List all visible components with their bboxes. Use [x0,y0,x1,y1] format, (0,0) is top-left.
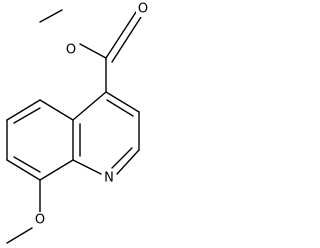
bond-c7-c8 [6,159,41,181]
bond-n-c8a [72,159,102,175]
methoxy-oxygen-label: O [35,213,45,228]
bond-carbonyl-1 [105,11,137,59]
bond-c4a-c5 [39,99,74,121]
ring-nitrogen-bg [102,170,116,186]
molecule-structure: O O N O [6,1,150,244]
bond-c2-n [116,149,140,175]
ring-nitrogen-label: N [104,171,114,186]
bond-c4a-c4 [72,91,107,121]
bond-carbonyl-2 [111,16,142,63]
carbonyl-oxygen-bg [136,1,150,17]
bond-c2-n-inner [111,147,133,169]
bond-o-methyl [6,227,33,244]
bond-c8-c8a [39,159,74,181]
bond-c4-c3 [105,91,140,113]
carbonyl-oxygen-label: O [138,2,148,17]
ester-oxygen-bg [64,42,78,58]
bonds [6,9,142,244]
bond-ester-methyl [39,9,63,23]
bond-c7-c8-inner [13,156,41,173]
ester-oxygen-label: O [66,43,76,58]
bond-c5-c6 [6,99,41,121]
bond-c5-c6-inner [13,107,41,124]
atom-labels: O O N O [33,1,150,228]
methoxy-oxygen-bg [33,212,47,228]
bond-c4-c3-inner [106,99,134,117]
bond-ester-oxygen-carbon [79,43,107,59]
